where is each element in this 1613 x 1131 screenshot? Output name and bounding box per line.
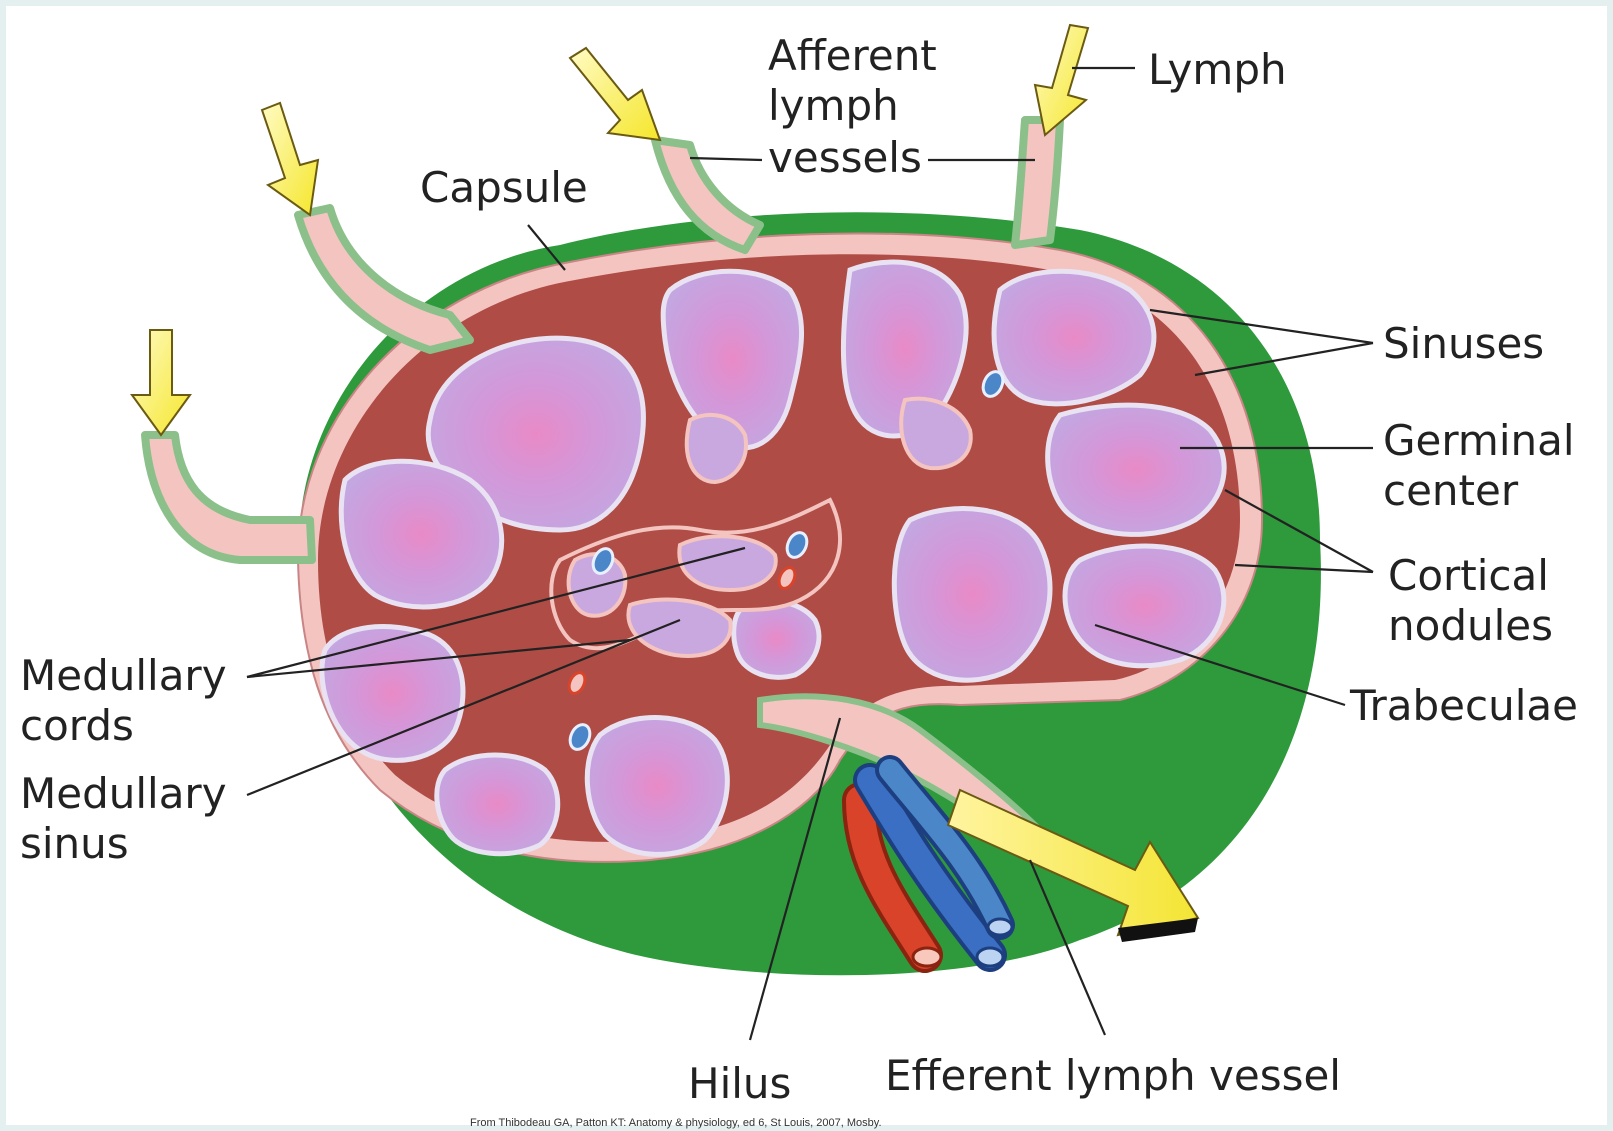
medullary-sinus-lobule xyxy=(679,536,775,590)
figure-credit: From Thibodeau GA, Patton KT: Anatomy & … xyxy=(470,1117,882,1129)
label-lymph: Lymph xyxy=(1148,45,1287,94)
nodule xyxy=(734,601,819,677)
nodule xyxy=(587,718,727,855)
label-capsule: Capsule xyxy=(420,163,588,212)
nodule xyxy=(341,461,501,607)
afferent-vessel xyxy=(145,435,312,560)
label-germinal-2: center xyxy=(1383,466,1519,515)
afferent-vessel xyxy=(1015,120,1060,245)
label-afferent-3: vessels xyxy=(768,133,922,182)
label-medullary-sinus-2: sinus xyxy=(20,819,129,868)
arrow-icon xyxy=(1035,25,1088,135)
label-efferent: Efferent lymph vessel xyxy=(885,1051,1341,1100)
label-cortical-2: nodules xyxy=(1388,601,1553,650)
label-cortical-1: Cortical xyxy=(1388,551,1549,600)
medullary-sinus-lobule xyxy=(687,415,746,482)
nodule xyxy=(1065,546,1224,666)
label-medullary-sinus-1: Medullary xyxy=(20,769,227,818)
label-trabeculae: Trabeculae xyxy=(1349,681,1578,730)
arrow-icon xyxy=(132,330,190,435)
nodule xyxy=(1048,405,1225,534)
arrow-icon xyxy=(570,48,660,140)
label-germinal-1: Germinal xyxy=(1383,416,1575,465)
label-afferent-1: Afferent xyxy=(768,31,937,80)
nodule xyxy=(994,271,1154,404)
label-sinuses: Sinuses xyxy=(1383,319,1544,368)
label-medullary-cords-1: Medullary xyxy=(20,651,227,700)
label-medullary-cords-2: cords xyxy=(20,701,134,750)
label-afferent-2: lymph xyxy=(768,81,899,130)
label-hilus: Hilus xyxy=(688,1059,791,1108)
nodule xyxy=(437,755,558,854)
afferent-vessel xyxy=(298,208,470,350)
arrow-icon xyxy=(262,103,318,215)
nodule xyxy=(894,509,1050,681)
